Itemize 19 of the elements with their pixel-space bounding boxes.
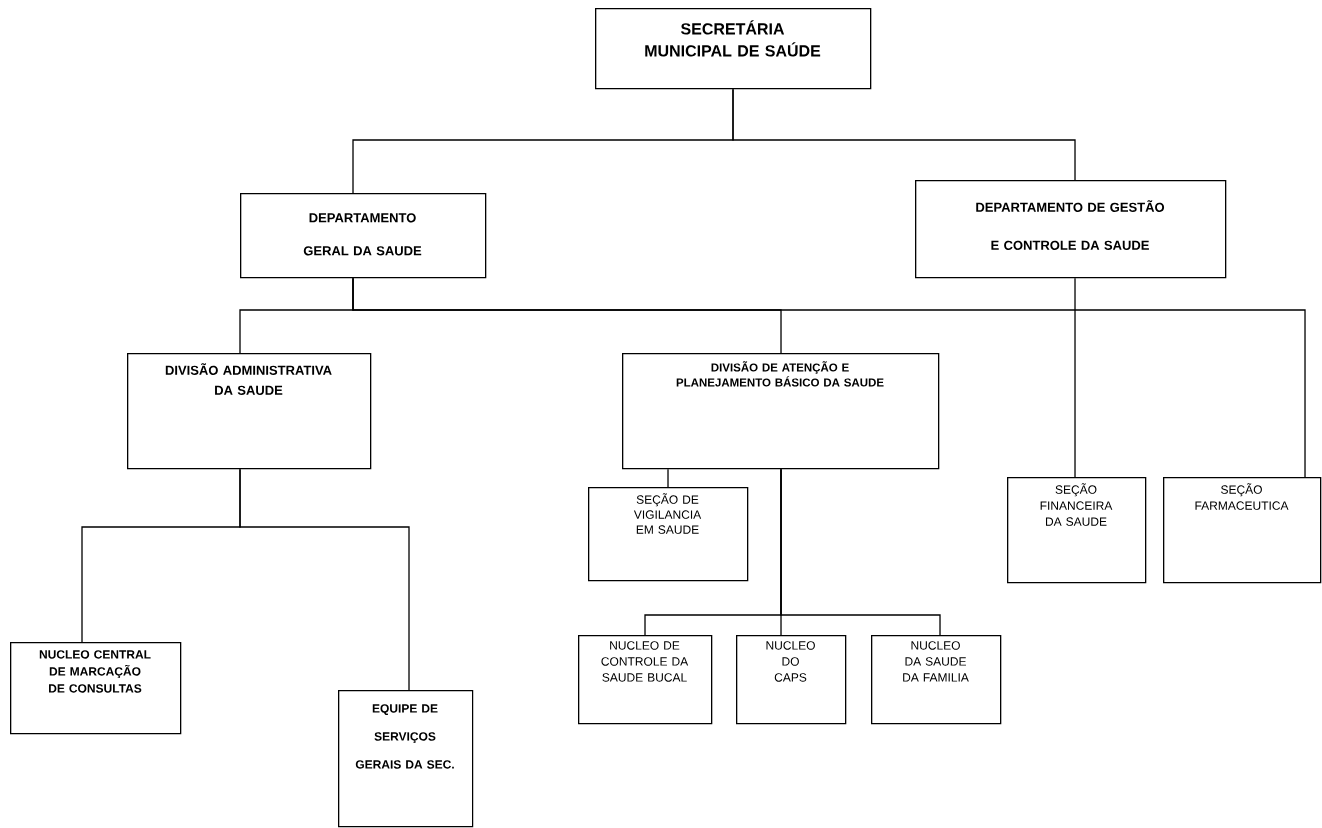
connector-line [239, 468, 410, 691]
org-box: DEPARTAMENTO DE GESTÃO E CONTROLE DA SAUDE [915, 180, 1227, 279]
connector-line [667, 468, 669, 488]
connector-line [352, 277, 1306, 478]
org-box: DIVISÃO DE ATENÇÃO E PLANEJAMENTO BÁSICO DA SAUDE [622, 353, 940, 470]
org-box: SEÇÃO FINANCEIRA DA SAUDE [1007, 477, 1147, 584]
org-box: NUCLEO DO CAPS [736, 635, 847, 725]
org-box: SEÇÃO DE VIGILANCIA EM SAUDE [588, 487, 749, 582]
connector-line [1074, 277, 1076, 478]
org-box: NUCLEO DE CONTROLE DA SAUDE BUCAL [578, 635, 713, 725]
org-box: DIVISÃO ADMINISTRATIVA DA SAUDE [127, 353, 372, 470]
org-box: DEPARTAMENTO GERAL DA SAUDE [240, 193, 487, 279]
org-box: SEÇÃO FARMACEUTICA [1163, 477, 1322, 584]
connector-line [732, 88, 1076, 181]
org-box: NUCLEO CENTRAL DE MARCAÇÃO DE CONSULTAS [10, 642, 182, 735]
org-box: EQUIPE DE SERVIÇOS GERAIS DA SEC. [338, 690, 474, 828]
org-box: NUCLEO DA SAUDE DA FAMILIA [871, 635, 1002, 725]
org-box: SECRETÁRIA MUNICIPAL DE SAÚDE [595, 8, 872, 90]
connector-line [780, 468, 941, 636]
